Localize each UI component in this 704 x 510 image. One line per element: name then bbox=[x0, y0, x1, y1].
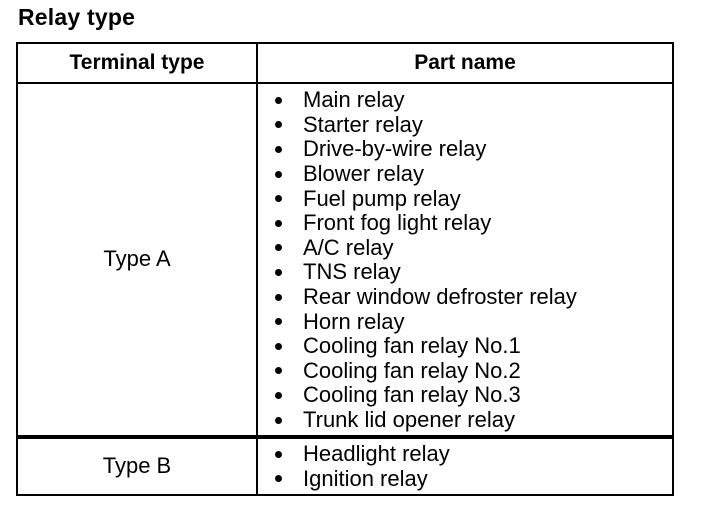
part-list-type-a: Main relay Starter relay Drive-by-wire r… bbox=[258, 84, 672, 432]
list-item: Blower relay bbox=[258, 162, 672, 187]
page-title: Relay type bbox=[18, 4, 136, 30]
list-item: Drive-by-wire relay bbox=[258, 137, 672, 162]
part-name: Horn relay bbox=[303, 308, 405, 334]
part-name: Rear window defroster relay bbox=[303, 284, 577, 310]
terminal-type-header: Terminal type bbox=[16, 42, 258, 84]
bullet-icon bbox=[275, 342, 282, 350]
list-item: Cooling fan relay No.3 bbox=[258, 383, 672, 408]
bullet-icon bbox=[275, 475, 282, 483]
part-name: Cooling fan relay No.1 bbox=[303, 333, 521, 359]
list-item: Trunk lid opener relay bbox=[258, 408, 672, 433]
bullet-icon bbox=[275, 416, 282, 424]
part-name: Blower relay bbox=[303, 161, 425, 187]
part-name: Main relay bbox=[303, 87, 405, 113]
list-item: Rear window defroster relay bbox=[258, 285, 672, 310]
bullet-icon bbox=[275, 121, 282, 129]
bullet-icon bbox=[275, 244, 282, 252]
part-name: Cooling fan relay No.2 bbox=[303, 357, 521, 383]
list-item: Starter relay bbox=[258, 111, 672, 138]
bullet-icon bbox=[275, 170, 282, 178]
part-name: Drive-by-wire relay bbox=[303, 136, 487, 162]
list-item: A/C relay bbox=[258, 234, 672, 261]
bullet-icon bbox=[275, 145, 282, 153]
bullet-icon bbox=[275, 268, 282, 276]
bullet-icon bbox=[275, 318, 282, 326]
list-item: Horn relay bbox=[258, 309, 672, 334]
list-item: Headlight relay bbox=[258, 442, 672, 467]
part-name: Front fog light relay bbox=[303, 210, 492, 236]
part-name: Trunk lid opener relay bbox=[303, 407, 515, 433]
terminal-type-cell: Type B bbox=[16, 434, 258, 497]
part-name: Headlight relay bbox=[303, 441, 450, 467]
part-name: A/C relay bbox=[303, 234, 394, 260]
list-item: Main relay bbox=[258, 88, 672, 113]
bullet-icon bbox=[275, 367, 282, 375]
list-item: Front fog light relay bbox=[258, 211, 672, 236]
part-name: TNS relay bbox=[303, 259, 401, 285]
bullet-icon bbox=[275, 450, 282, 458]
table-row-type-a: Type A Main relay Starter relay Drive-by… bbox=[16, 82, 674, 438]
part-name-cell: Headlight relay Ignition relay bbox=[256, 434, 674, 497]
part-list-type-b: Headlight relay Ignition relay bbox=[258, 439, 672, 491]
table-row-type-b: Type B Headlight relay Ignition relay bbox=[16, 434, 674, 497]
bullet-icon bbox=[275, 293, 282, 301]
table-header-row: Terminal type Part name bbox=[16, 42, 674, 84]
list-item: Ignition relay bbox=[258, 466, 672, 491]
bullet-icon bbox=[275, 96, 282, 104]
part-name: Starter relay bbox=[303, 111, 423, 137]
list-item: Cooling fan relay No.2 bbox=[258, 357, 672, 384]
list-item: TNS relay bbox=[258, 260, 672, 285]
part-name-cell: Main relay Starter relay Drive-by-wire r… bbox=[256, 82, 674, 438]
relay-type-table: Terminal type Part name Type A Main rela… bbox=[16, 42, 674, 497]
part-name: Cooling fan relay No.3 bbox=[303, 382, 521, 408]
part-name: Ignition relay bbox=[303, 465, 428, 491]
terminal-type-cell: Type A bbox=[16, 82, 258, 438]
part-name-header: Part name bbox=[256, 42, 674, 84]
list-item: Fuel pump relay bbox=[258, 186, 672, 211]
bullet-icon bbox=[275, 219, 282, 227]
list-item: Cooling fan relay No.1 bbox=[258, 334, 672, 359]
bullet-icon bbox=[275, 391, 282, 399]
part-name: Fuel pump relay bbox=[303, 185, 461, 211]
bullet-icon bbox=[275, 195, 282, 203]
